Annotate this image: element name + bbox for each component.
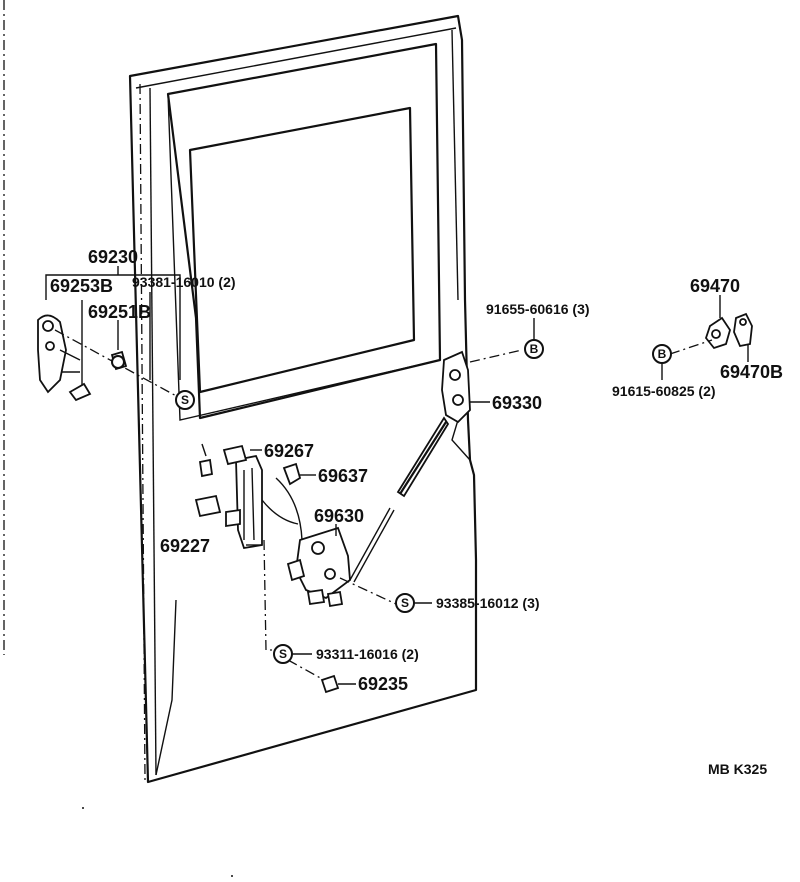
bolt-symbol-91655: B xyxy=(524,339,544,359)
label-69470b: 69470B xyxy=(720,362,783,382)
label-69251b: 69251B xyxy=(88,302,151,322)
label-69470: 69470 xyxy=(690,276,740,296)
screw-symbol-93381: S xyxy=(175,390,195,410)
label-69330: 69330 xyxy=(492,393,542,413)
svg-text:S: S xyxy=(401,596,409,610)
svg-text:B: B xyxy=(530,342,539,356)
door-lock-69330 xyxy=(349,349,523,583)
door-panel xyxy=(128,14,478,784)
clip-69235 xyxy=(287,659,356,694)
striker-group xyxy=(661,295,753,380)
label-91615-60825: 91615-60825 (2) xyxy=(612,383,716,399)
label-69267: 69267 xyxy=(264,441,314,461)
lock-assembly-69630 xyxy=(286,524,397,608)
label-69230: 69230 xyxy=(88,247,138,267)
label-69235: 69235 xyxy=(358,674,408,694)
label-93311-16016: 93311-16016 (2) xyxy=(316,646,419,662)
label-69630: 69630 xyxy=(314,506,364,526)
bolt-symbol-91615: B xyxy=(652,344,672,364)
screw-symbol-93311: S xyxy=(273,644,293,664)
label-69253b: 69253B xyxy=(50,276,113,296)
label-93381-16010: 93381-16010 (2) xyxy=(132,274,236,290)
label-69227: 69227 xyxy=(160,536,210,556)
svg-text:S: S xyxy=(279,647,287,661)
svg-text:B: B xyxy=(658,347,667,361)
screw-symbol-93385: S xyxy=(395,593,415,613)
label-69637: 69637 xyxy=(318,466,368,486)
catalog-code: MB K325 xyxy=(708,761,767,777)
svg-text:S: S xyxy=(181,393,189,407)
small-screw-symbol-69251b xyxy=(111,355,125,369)
inside-handle-group xyxy=(194,443,316,651)
label-93385-16012: 93385-16012 (3) xyxy=(436,595,540,611)
label-91655-60616: 91655-60616 (3) xyxy=(486,301,590,317)
